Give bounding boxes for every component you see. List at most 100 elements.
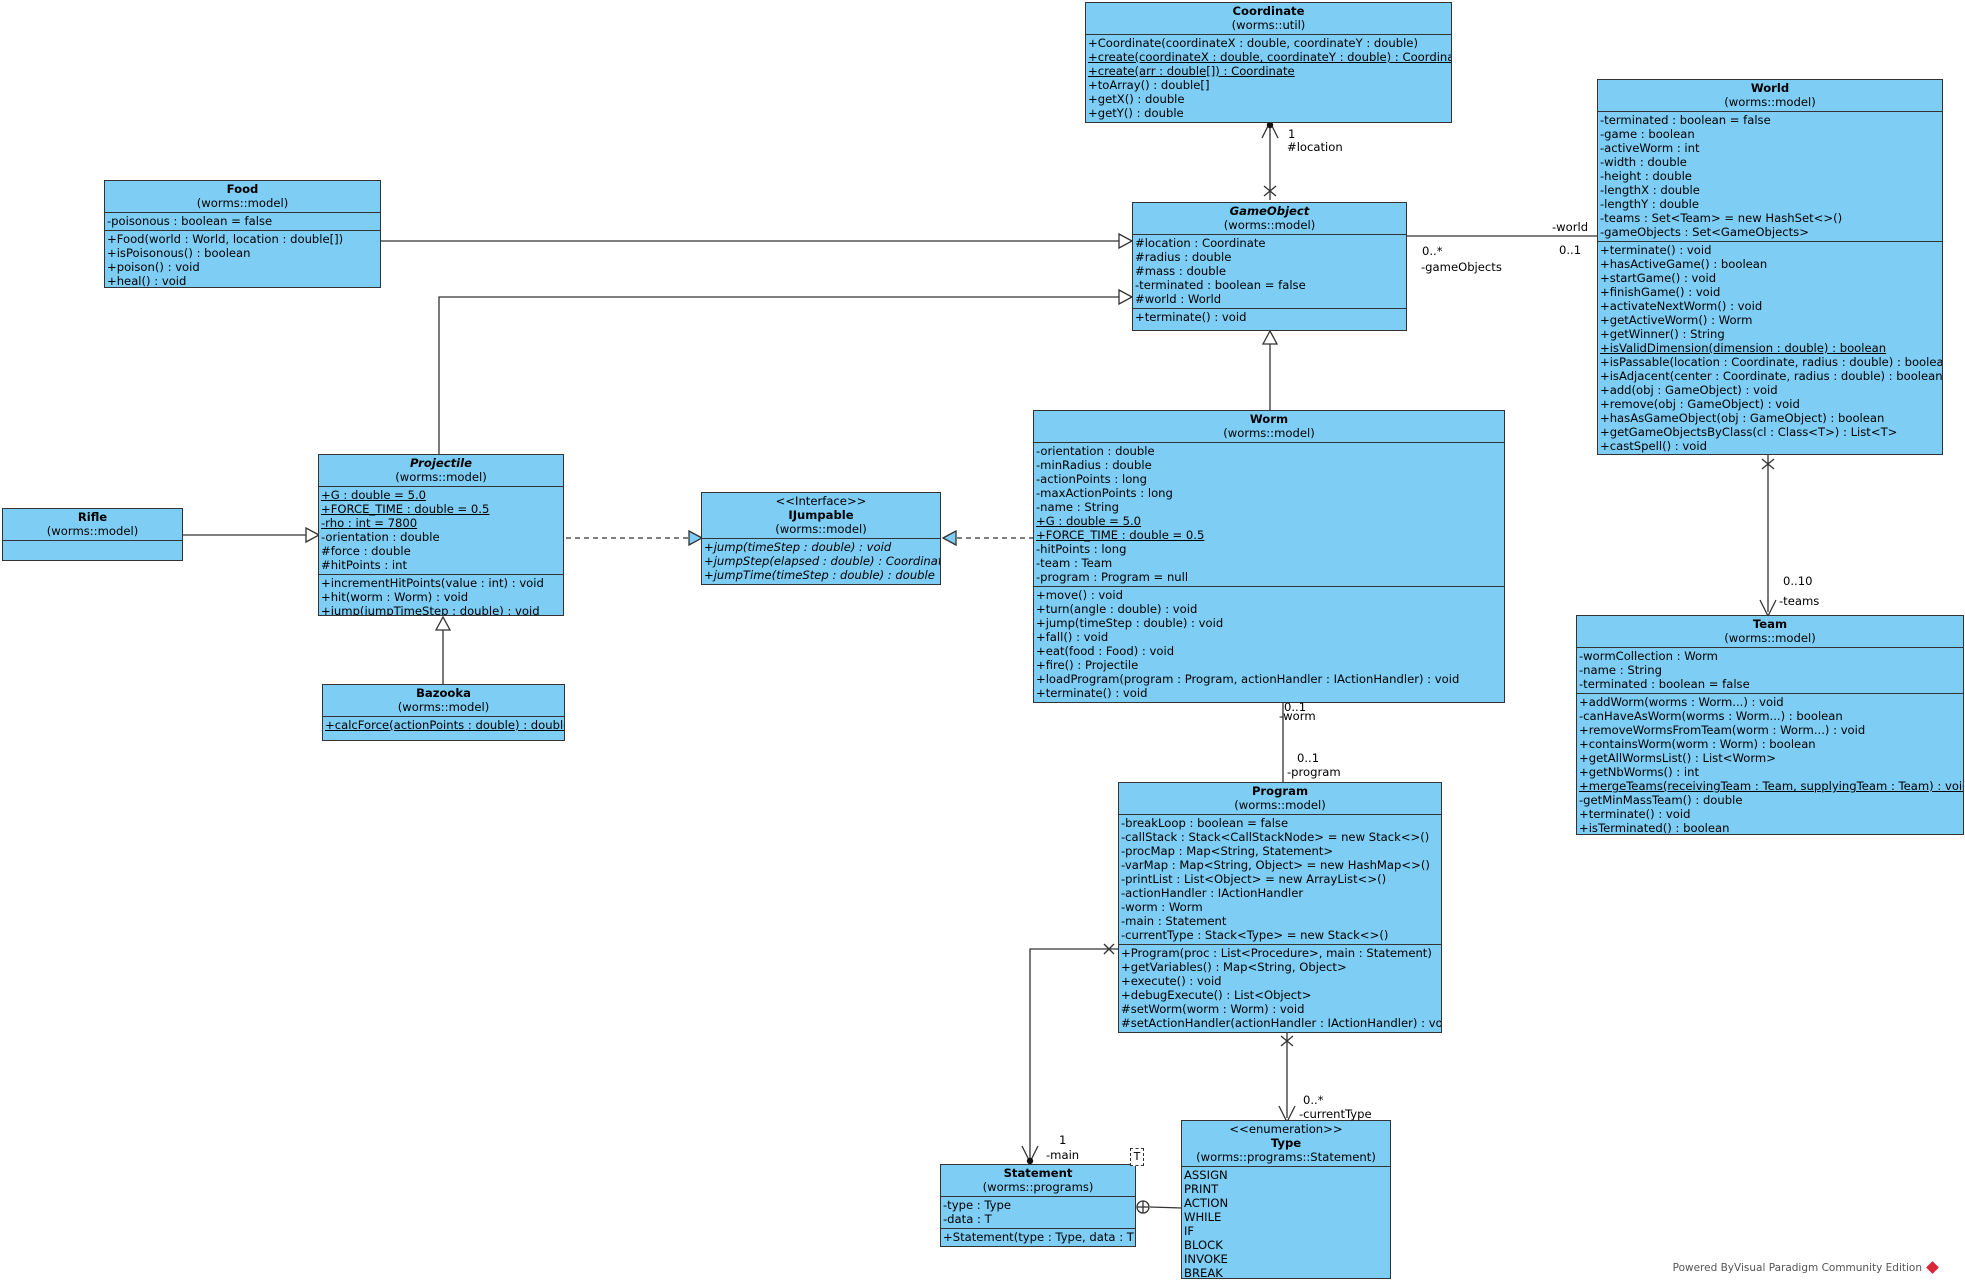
empty-compartment xyxy=(3,541,182,556)
class-name: Projectile xyxy=(410,456,472,470)
package-name: (worms::util) xyxy=(1231,18,1306,32)
operations: +terminate() : void xyxy=(1133,309,1406,326)
footer: Powered ByVisual Paradigm Community Edit… xyxy=(1672,1261,1939,1274)
class-header: Food (worms::model) xyxy=(105,181,380,213)
attributes: -terminated : boolean = false-game : boo… xyxy=(1598,112,1942,242)
member: +jumpStep(elapsed : double) : Coordinate xyxy=(704,554,941,568)
operations: +Coordinate(coordinateX : double, coordi… xyxy=(1086,35,1451,122)
label-currenttype-multiplicity: 0..* xyxy=(1303,1093,1324,1107)
member: -orientation : double xyxy=(321,530,440,544)
class-name: Rifle xyxy=(77,510,108,524)
attributes: -type : Type-data : T xyxy=(941,1197,1135,1229)
label-worm-role: -worm xyxy=(1279,709,1316,723)
class-rifle[interactable]: Rifle (worms::model) xyxy=(2,508,183,561)
class-gameobject[interactable]: GameObject (worms::model) #location : Co… xyxy=(1132,202,1407,331)
interface-ijumpable[interactable]: <<Interface>> IJumpable (worms::model) +… xyxy=(701,492,941,585)
operations: +addWorm(worms : Worm...) : void-canHave… xyxy=(1577,694,1963,835)
member: +Coordinate(coordinateX : double, coordi… xyxy=(1088,36,1418,50)
member: BREAK xyxy=(1184,1266,1223,1279)
member: +startGame() : void xyxy=(1600,271,1717,285)
class-header: Program (worms::model) xyxy=(1119,783,1441,815)
gen-projectile-gameobject xyxy=(438,296,1120,455)
class-bazooka[interactable]: Bazooka (worms::model) +calcForce(action… xyxy=(322,684,565,741)
member: PRINT xyxy=(1184,1182,1219,1196)
class-header: GameObject (worms::model) xyxy=(1133,203,1406,235)
class-worm[interactable]: Worm (worms::model) -orientation : doubl… xyxy=(1033,410,1505,703)
class-program[interactable]: Program (worms::model) -breakLoop : bool… xyxy=(1118,782,1442,1033)
package-name: (worms::programs::Statement) xyxy=(1196,1150,1376,1164)
class-coordinate[interactable]: Coordinate (worms::util) +Coordinate(coo… xyxy=(1085,2,1452,123)
class-food[interactable]: Food (worms::model) -poisonous : boolean… xyxy=(104,180,381,288)
class-name: Bazooka xyxy=(416,686,471,700)
member: +getActiveWorm() : Worm xyxy=(1600,313,1753,327)
member: -terminated : boolean = false xyxy=(1579,677,1750,691)
member: +finishGame() : void xyxy=(1600,285,1721,299)
member: -actionPoints : long xyxy=(1036,472,1147,486)
class-header: Statement (worms::programs) xyxy=(941,1165,1135,1197)
member: -team : Team xyxy=(1036,556,1113,570)
attributes: #location : Coordinate#radius : double#m… xyxy=(1133,235,1406,309)
operations: +Program(proc : List<Procedure>, main : … xyxy=(1119,945,1441,1032)
member: +Statement(type : Type, data : T) xyxy=(943,1230,1136,1244)
member: +execute() : void xyxy=(1121,974,1222,988)
member: -minRadius : double xyxy=(1036,458,1152,472)
member: -varMap : Map<String, Object> = new Hash… xyxy=(1121,858,1430,872)
class-header: Rifle (worms::model) xyxy=(3,509,182,541)
package-name: (worms::model) xyxy=(196,196,289,210)
class-world[interactable]: World (worms::model) -terminated : boole… xyxy=(1597,79,1943,455)
member: #radius : double xyxy=(1135,250,1232,264)
label-main-role: -main xyxy=(1046,1148,1080,1162)
member: +eat(food : Food) : void xyxy=(1036,644,1175,658)
package-name: (worms::programs) xyxy=(982,1180,1094,1194)
member: +FORCE_TIME : double = 0.5 xyxy=(321,502,490,516)
template-parameter-box: T xyxy=(1130,1148,1144,1166)
member: +isTerminated() : boolean xyxy=(1579,821,1730,835)
class-header: <<enumeration>> Type (worms::programs::S… xyxy=(1182,1121,1390,1167)
class-name: Program xyxy=(1251,784,1309,798)
class-projectile[interactable]: Projectile (worms::model) +G : double = … xyxy=(318,454,564,616)
member: +getAllWormsList() : List<Worm> xyxy=(1579,751,1776,765)
label-program-multiplicity: 0..1 xyxy=(1297,751,1320,765)
member: -main : Statement xyxy=(1121,914,1227,928)
member: +remove(obj : GameObject) : void xyxy=(1600,397,1800,411)
member: -lengthY : double xyxy=(1600,197,1700,211)
member: +move() : void xyxy=(1036,588,1123,602)
class-header: Coordinate (worms::util) xyxy=(1086,3,1451,35)
class-name: Statement xyxy=(1003,1166,1073,1180)
enum-type[interactable]: <<enumeration>> Type (worms::programs::S… xyxy=(1181,1120,1391,1279)
attributes: +G : double = 5.0+FORCE_TIME : double = … xyxy=(319,487,563,575)
member: -canHaveAsWorm(worms : Worm...) : boolea… xyxy=(1579,709,1843,723)
package-name: (worms::model) xyxy=(1724,95,1816,109)
member: +removeWormsFromTeam(worm : Worm...) : v… xyxy=(1579,723,1866,737)
attributes: -breakLoop : boolean = false-callStack :… xyxy=(1119,815,1441,945)
class-name: Team xyxy=(1752,617,1788,631)
package-name: (worms::model) xyxy=(1223,218,1316,232)
member: -printList : List<Object> = new ArrayLis… xyxy=(1121,872,1387,886)
member: +isAdjacent(center : Coordinate, radius … xyxy=(1600,369,1943,383)
label-gameobjects-multiplicity: 0..* xyxy=(1422,244,1443,258)
member: -poisonous : boolean = false xyxy=(107,214,273,228)
member: -getMinMassTeam() : double xyxy=(1579,793,1743,807)
class-statement[interactable]: Statement (worms::programs) -type : Type… xyxy=(940,1164,1136,1247)
member: -lengthX : double xyxy=(1600,183,1700,197)
member: +fall() : void xyxy=(1036,630,1109,644)
member: +isPoisonous() : boolean xyxy=(107,246,251,260)
member: +turn(angle : double) : void xyxy=(1036,602,1198,616)
member: +heal() : void xyxy=(107,274,187,288)
package-name: (worms::model) xyxy=(397,700,490,714)
operations: +Food(world : World, location : double[]… xyxy=(105,231,380,288)
member: #setActionHandler(actionHandler : IActio… xyxy=(1121,1016,1442,1030)
member: -game : boolean xyxy=(1600,127,1695,141)
package-name: (worms::model) xyxy=(1223,426,1315,440)
stereotype: <<enumeration>> xyxy=(1229,1122,1343,1136)
member: -hitPoints : long xyxy=(1036,542,1127,556)
member: ASSIGN xyxy=(1184,1168,1228,1182)
footer-text: Powered ByVisual Paradigm Community Edit… xyxy=(1672,1262,1922,1274)
class-team[interactable]: Team (worms::model) -wormCollection : Wo… xyxy=(1576,615,1964,835)
member: -program : Program = null xyxy=(1036,570,1189,584)
label-teams-role: -teams xyxy=(1779,594,1820,608)
operations: +calcForce(actionPoints : double) : doub… xyxy=(323,717,564,734)
member: +castSpell() : void xyxy=(1600,439,1707,453)
member: #hitPoints : int xyxy=(321,558,408,572)
member: +jump(timeStep : double) : void xyxy=(704,540,892,554)
